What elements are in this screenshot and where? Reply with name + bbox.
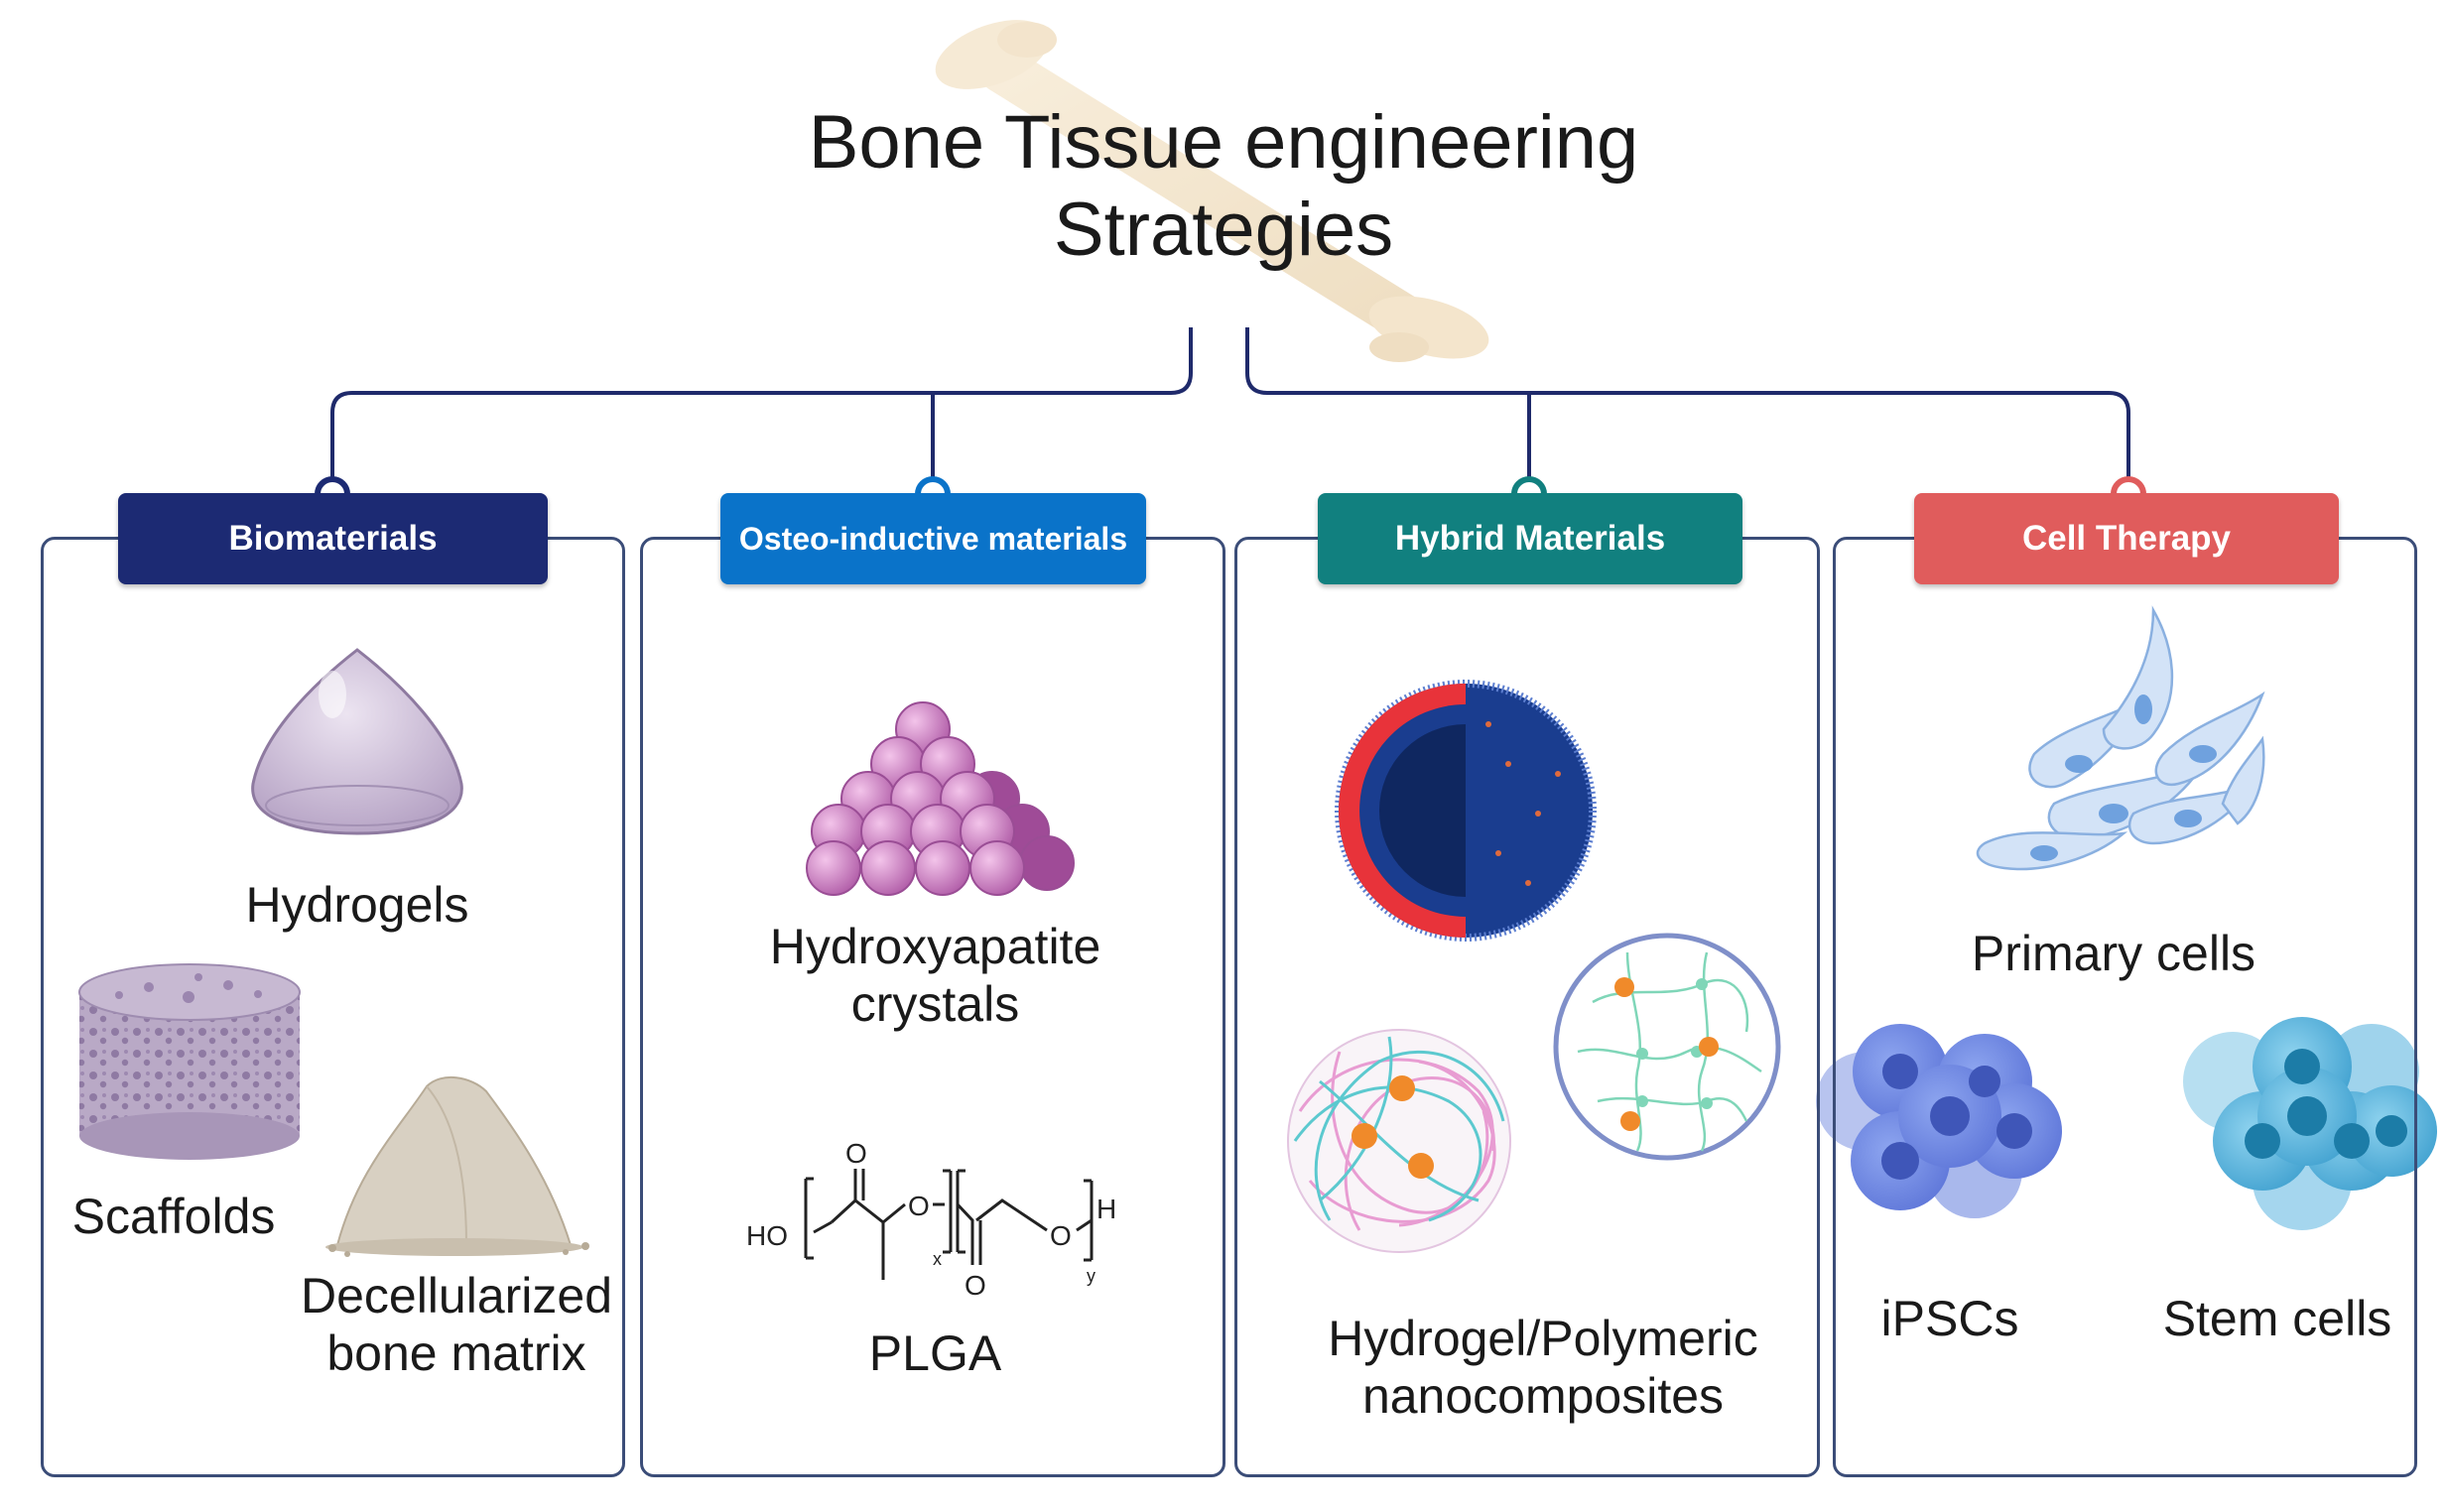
- title-line-1: Bone Tissue engineering: [808, 100, 1639, 185]
- polymer-ball-icon: [1287, 1029, 1511, 1253]
- hydrogel-dome-icon: [251, 648, 463, 835]
- label-ipscs: iPSCs: [1880, 1291, 2019, 1346]
- label-plga: PLGA: [868, 1325, 1002, 1381]
- primary-cells-icon: [1976, 605, 2265, 871]
- scaffold-icon: [78, 963, 301, 1160]
- plga-subscript-x: x: [933, 1249, 942, 1269]
- plga-subscript-y: y: [1087, 1266, 1095, 1286]
- bone-matrix-pile-icon: [325, 1075, 589, 1257]
- label-hydrogel-polymeric: Hydrogel/Polymeric: [1328, 1311, 1758, 1366]
- title-line-2: Strategies: [1053, 188, 1394, 272]
- diagram-title: Bone Tissue engineering Strategies: [678, 99, 1769, 274]
- header-hybrid: Hybrid Materials: [1318, 493, 1742, 584]
- polymer-network-icon: [1553, 933, 1781, 1161]
- connector-lines: [330, 327, 2130, 494]
- plga-atom-o: O: [1050, 1220, 1072, 1251]
- label-crystals: crystals: [850, 976, 1020, 1032]
- label-stem-cells: Stem cells: [2162, 1291, 2392, 1346]
- label-primary-cells: Primary cells: [1971, 926, 2256, 981]
- nanoparticle-icon: [1335, 680, 1597, 942]
- plga-atom-ho: HO: [746, 1220, 788, 1251]
- primary-cells-nuclei: [2030, 694, 2217, 861]
- plga-atom-o: O: [965, 1270, 986, 1301]
- bone-icon: [935, 20, 1489, 362]
- hydroxyapatite-spheres-icon: [806, 701, 1075, 896]
- plga-atom-h: H: [1096, 1194, 1116, 1224]
- plga-atom-o: O: [908, 1191, 930, 1221]
- ipsc-cluster-icon: [1816, 1024, 2062, 1218]
- label-decellularized: Decellularized: [300, 1268, 613, 1323]
- stem-cell-cluster-icon: [2183, 1017, 2437, 1230]
- label-scaffolds: Scaffolds: [71, 1189, 276, 1244]
- plga-atom-o: O: [845, 1138, 867, 1169]
- header-osteo-inductive: Osteo-inductive materials: [720, 493, 1146, 584]
- label-bone-matrix: bone matrix: [326, 1325, 586, 1381]
- label-nanocomposites: nanocomposites: [1361, 1368, 1725, 1424]
- header-biomaterials: Biomaterials: [118, 493, 548, 584]
- plga-structure-icon: [804, 1169, 1094, 1280]
- label-hydrogels: Hydrogels: [245, 877, 469, 933]
- header-cell-therapy: Cell Therapy: [1914, 493, 2339, 584]
- label-hydroxyapatite: Hydroxyapatite: [769, 919, 1101, 974]
- plga-atom-labels: HO O O O O H x y: [746, 1138, 1116, 1301]
